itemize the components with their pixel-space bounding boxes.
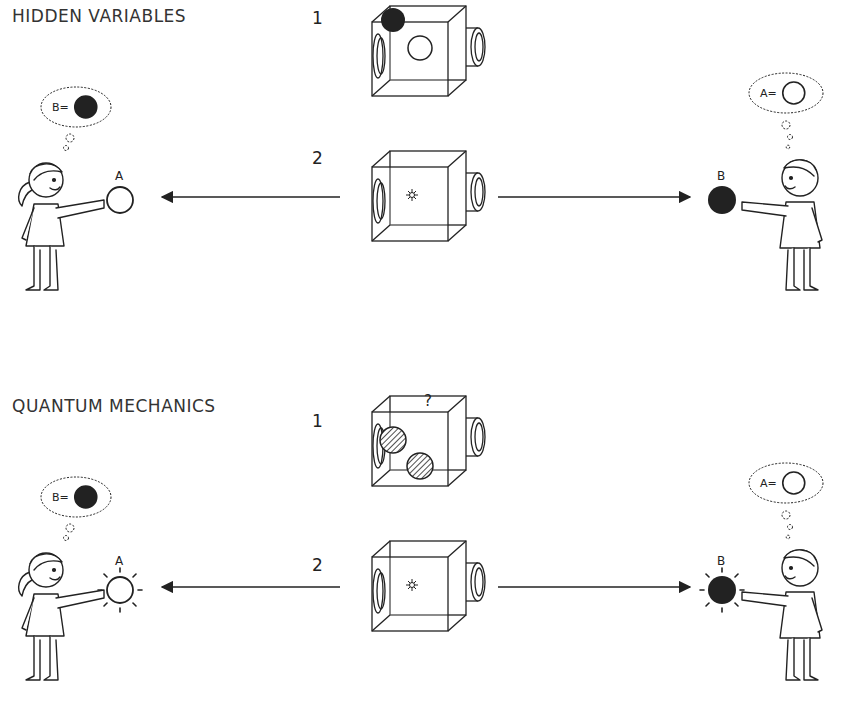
bubble-text: A= [760,88,777,99]
section-heading: QUANTUM MECHANICS [12,398,216,415]
question-mark: ? [424,394,432,409]
ball-label: B [717,555,725,567]
cloud-outline [746,460,826,506]
thought-bubble: A= [746,70,826,116]
section-heading: HIDDEN VARIABLES [12,8,186,25]
step-number: 2 [312,557,323,574]
bubble-text: B= [52,102,69,113]
bubble-text: B= [52,492,69,503]
thought-bubble: A= [746,460,826,506]
thought-bubble: B= [38,84,114,130]
bubble-text: A= [760,478,777,489]
step-number: 1 [312,413,323,430]
ball-label: A [115,170,123,182]
ball-label: B [717,170,725,182]
cloud-outline [746,70,826,116]
step-number: 1 [312,10,323,27]
thought-bubble: B= [38,474,114,520]
cloud-outline [38,474,114,520]
step-number: 2 [312,150,323,167]
cloud-outline [38,84,114,130]
ball-label: A [115,555,123,567]
